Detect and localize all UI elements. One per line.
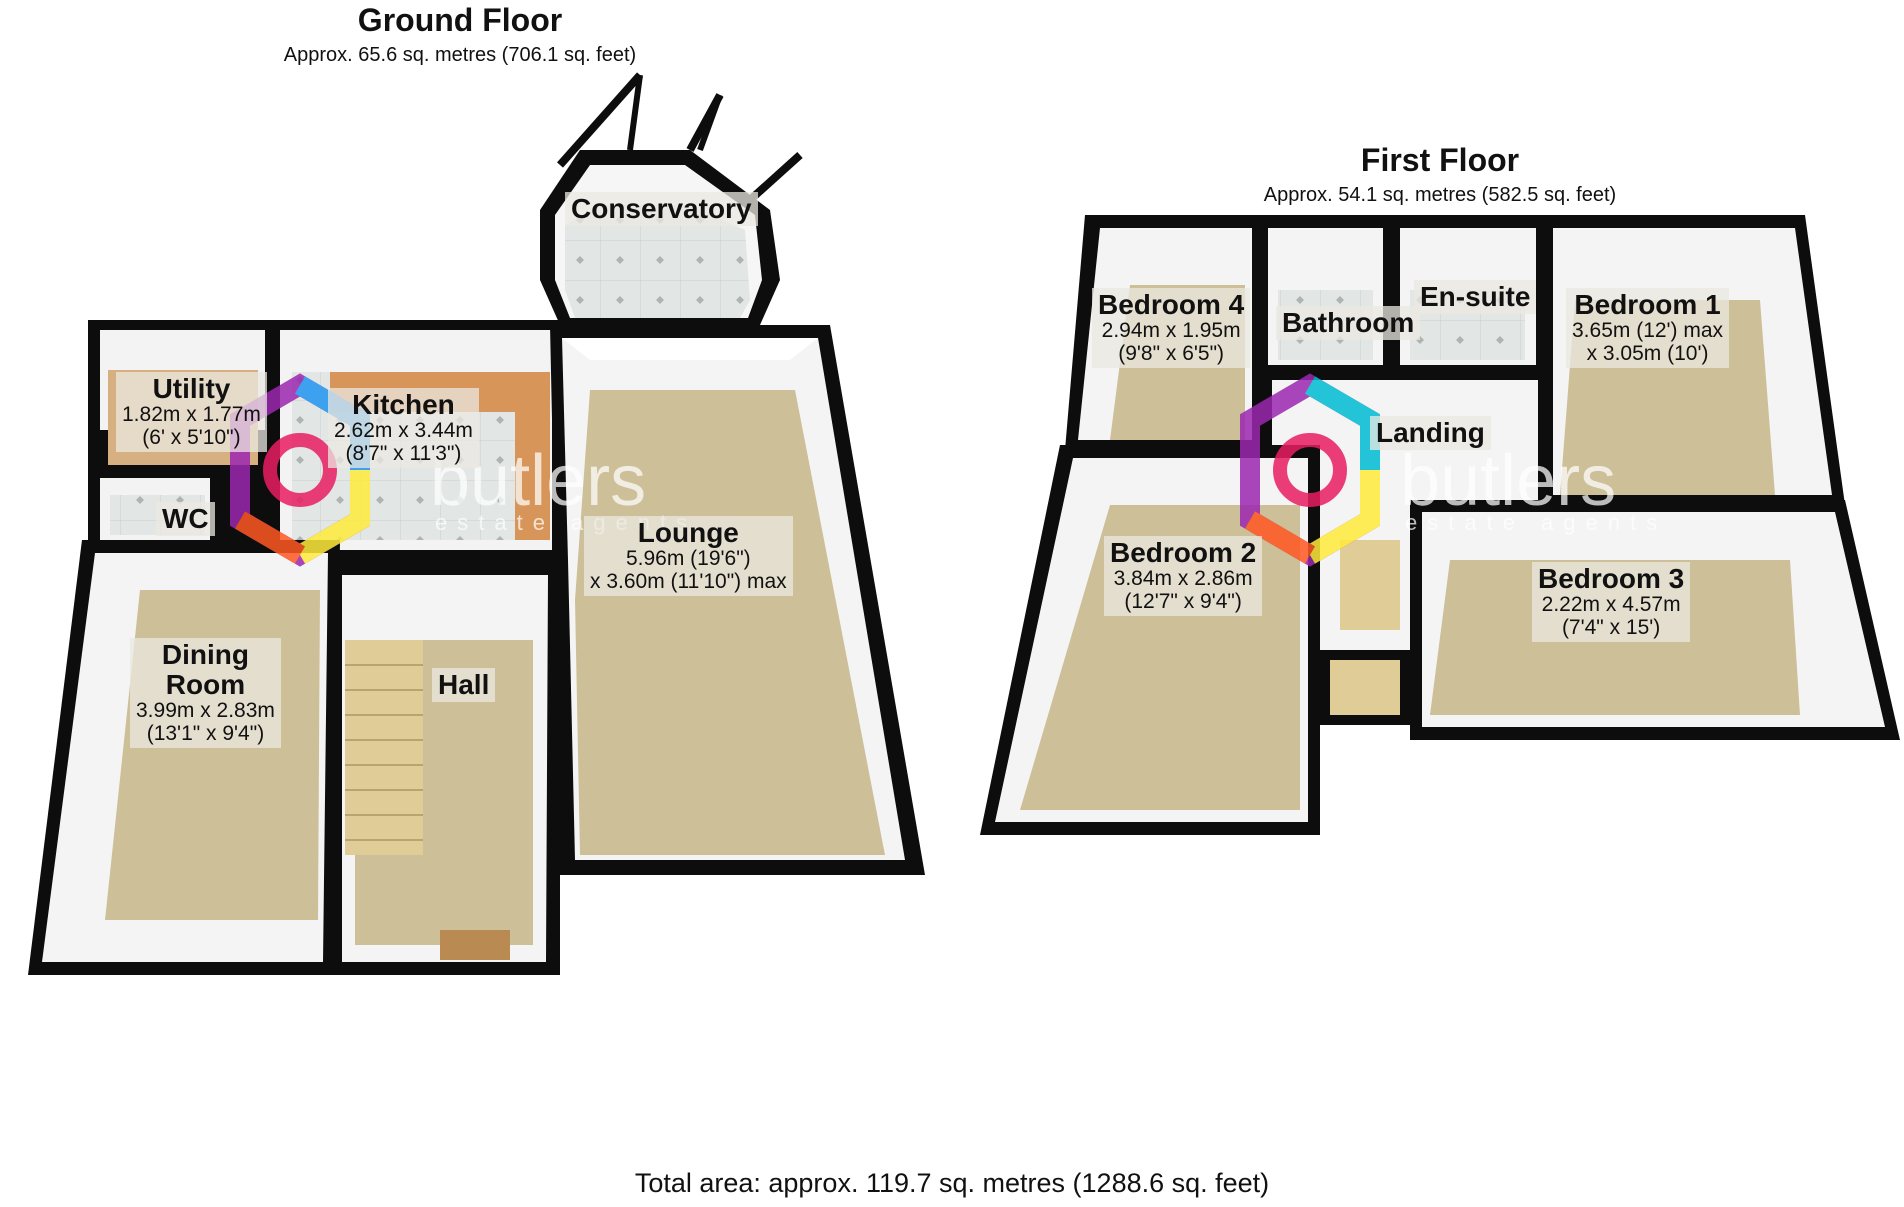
hall-room (330, 560, 560, 975)
kitchen-dim1: 2.62m x 3.44m (334, 419, 473, 443)
wc-label: WC (156, 502, 215, 537)
dining-dim1: 3.99m x 2.83m (136, 699, 275, 723)
bedroom4-name: Bedroom 4 (1098, 289, 1245, 320)
bathroom-name: Bathroom (1282, 307, 1415, 338)
utility-label: Utility 1.82m x 1.77m (6' x 5'10") (116, 372, 267, 452)
dining-room (28, 540, 340, 975)
lounge-room (550, 325, 925, 875)
bathroom-room (1255, 215, 1395, 375)
utility-dim2: (6' x 5'10") (142, 425, 241, 449)
bedroom1-dim2: x 3.05m (10') (1586, 341, 1709, 365)
lounge-label: Lounge 5.96m (19'6") x 3.60m (11'10") ma… (584, 516, 793, 596)
ensuite-label: En-suite (1414, 280, 1537, 315)
ensuite-name: En-suite (1420, 281, 1531, 312)
bedroom2-label: Bedroom 2 3.84m x 2.86m (12'7" x 9'4") (1104, 536, 1263, 616)
bathroom-label: Bathroom (1276, 306, 1421, 341)
wc-name: WC (162, 503, 209, 534)
bedroom2-room (980, 445, 1320, 835)
utility-dim1: 1.82m x 1.77m (122, 403, 261, 427)
ground-floor-title: Ground Floor (357, 2, 563, 38)
dining-name: Dining (161, 639, 249, 670)
watermark-tagline-first: estate agents (1405, 510, 1667, 535)
bedroom2-dim1: 3.84m x 2.86m (1113, 567, 1253, 591)
bedroom3-label: Bedroom 3 2.22m x 4.57m (7'4" x 15') (1532, 562, 1691, 642)
kitchen-dim2: (8'7" x 11'3") (345, 441, 462, 465)
total-area: Total area: approx. 119.7 sq. metres (12… (634, 1168, 1270, 1198)
ground-floor-area: Approx. 65.6 sq. metres (706.1 sq. feet) (283, 44, 637, 66)
bedroom4-dim1: 2.94m x 1.95m (1101, 319, 1241, 343)
bedroom4-dim2: (9'8" x 6'5") (1118, 341, 1225, 365)
conservatory-label: Conservatory (565, 192, 758, 227)
bedroom2-name: Bedroom 2 (1110, 537, 1257, 568)
lounge-dim2: x 3.60m (11'10") max (590, 569, 787, 593)
bedroom3-dim2: (7'4" x 15') (1561, 615, 1661, 639)
lounge-name: Lounge (637, 517, 739, 548)
landing-name: Landing (1376, 417, 1485, 448)
bedroom3-name: Bedroom 3 (1538, 563, 1685, 594)
kitchen-name: Kitchen (352, 389, 455, 420)
staircase-ground (345, 640, 423, 855)
bedroom1-dim1: 3.65m (12') max (1572, 319, 1724, 343)
bedroom1-name: Bedroom 1 (1574, 289, 1721, 320)
hall-name: Hall (438, 669, 490, 700)
dining-room-label: Dining Room 3.99m x 2.83m (13'1" x 9'4") (130, 638, 281, 748)
first-floor-area: Approx. 54.1 sq. metres (582.5 sq. feet) (1263, 184, 1617, 206)
utility-name: Utility (152, 373, 231, 404)
bedroom3-dim1: 2.22m x 4.57m (1541, 593, 1681, 617)
bedroom2-dim2: (12'7" x 9'4") (1124, 589, 1242, 613)
bedroom4-label: Bedroom 4 2.94m x 1.95m (9'8" x 6'5") (1092, 288, 1251, 368)
kitchen-label: Kitchen 2.62m x 3.44m (8'7" x 11'3") (328, 388, 479, 468)
bedroom1-label: Bedroom 1 3.65m (12') max x 3.05m (10') (1566, 288, 1730, 368)
dining-name2: Room (165, 669, 246, 701)
lounge-dim1: 5.96m (19'6") (625, 547, 751, 571)
dining-dim2: (13'1" x 9'4") (146, 722, 265, 746)
conservatory-name: Conservatory (571, 193, 752, 224)
landing-label: Landing (1370, 416, 1491, 451)
first-floor-title: First Floor (1360, 142, 1520, 178)
watermark-brand-first: butlers (1400, 441, 1616, 521)
hall-label: Hall (432, 668, 496, 703)
